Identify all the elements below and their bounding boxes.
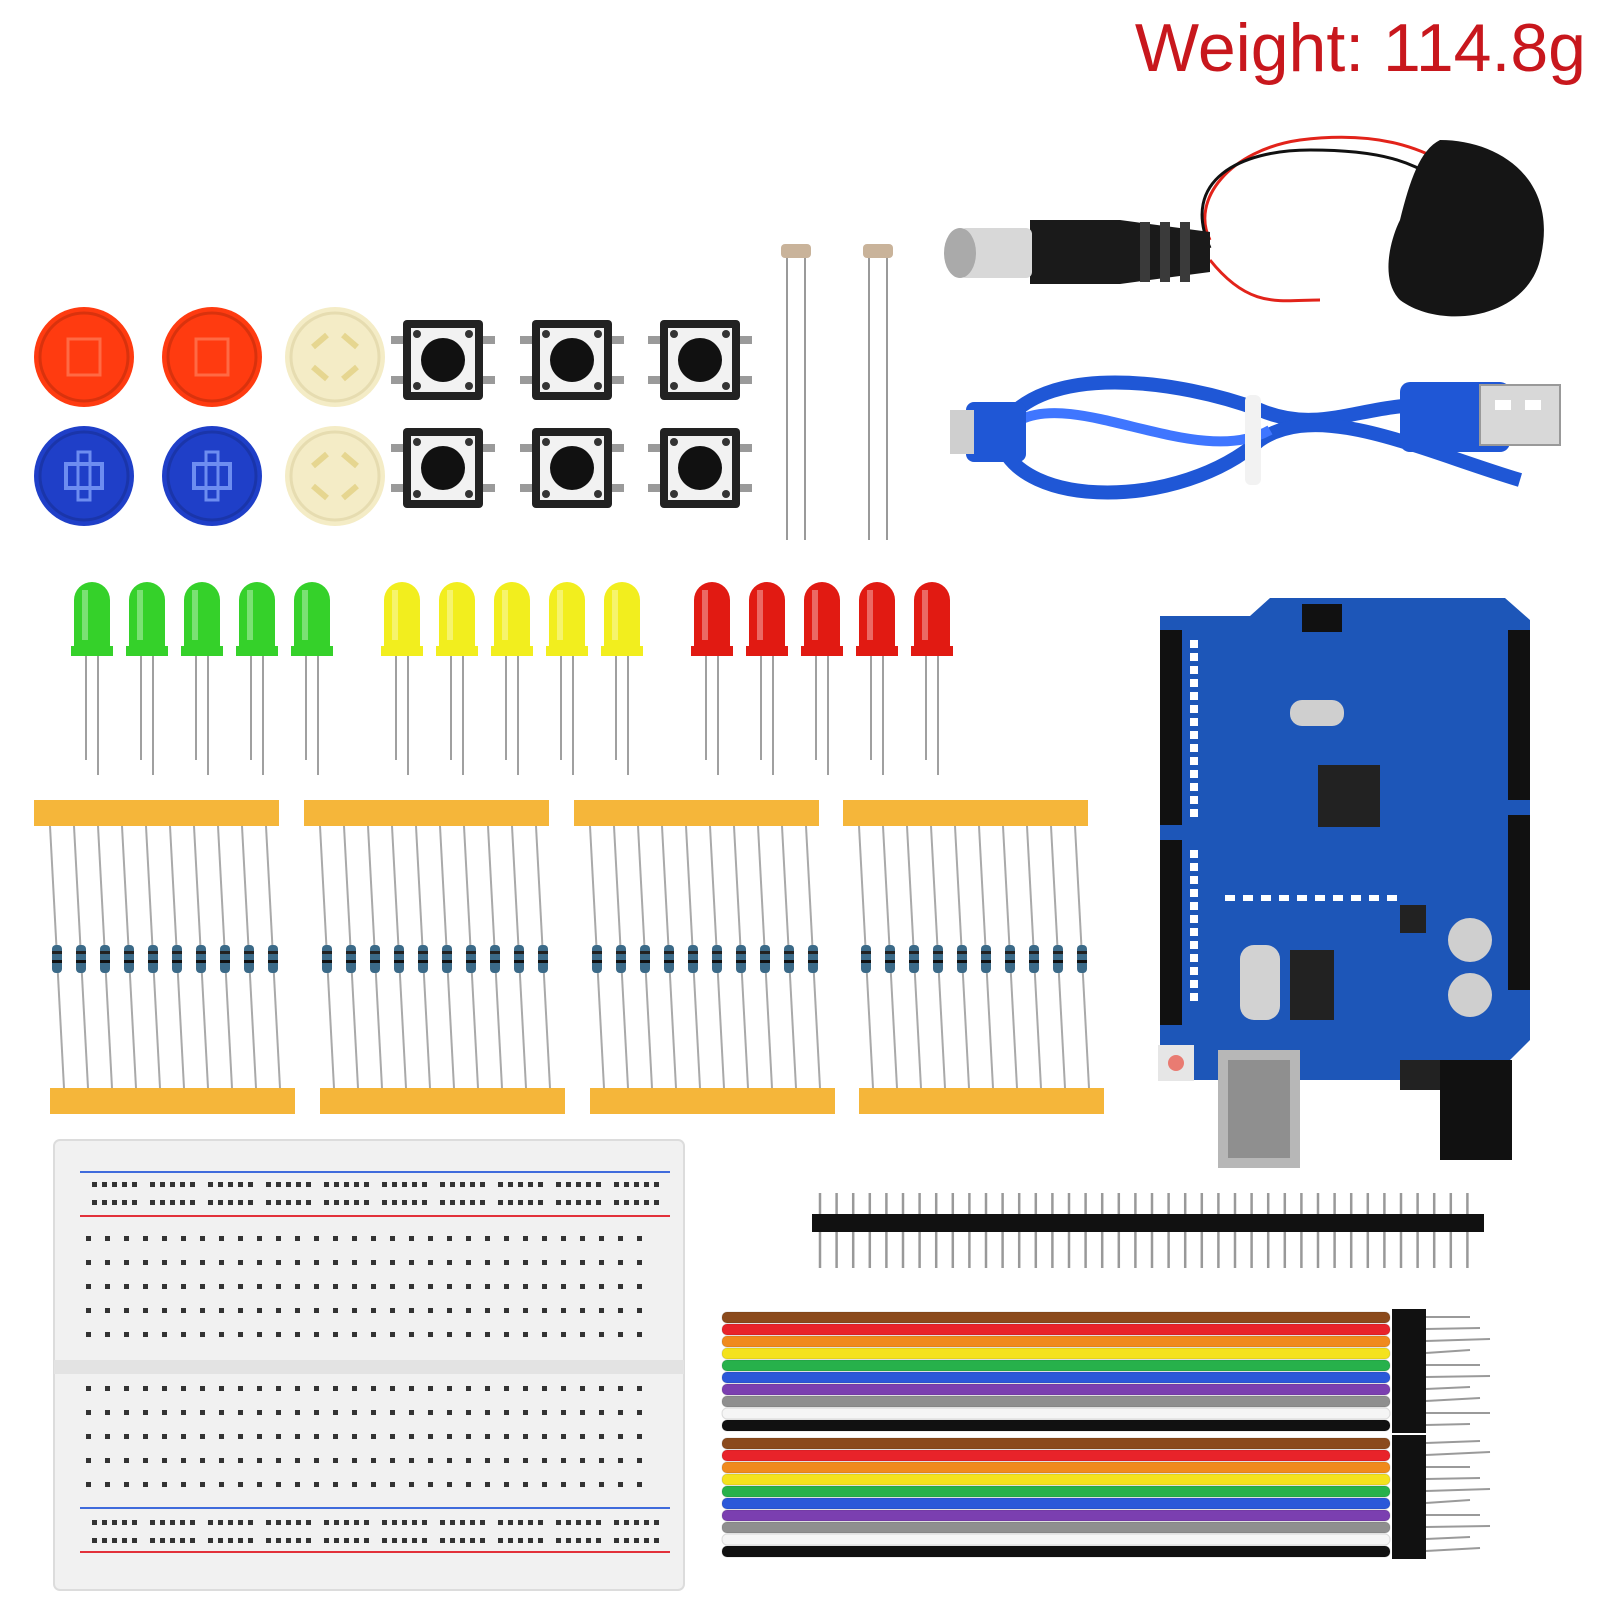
resistor-strips <box>34 800 1104 1114</box>
led <box>801 582 843 775</box>
tactile-caps <box>34 307 385 526</box>
led <box>546 582 588 775</box>
photoresistor <box>781 244 811 540</box>
led <box>491 582 533 775</box>
led <box>911 582 953 775</box>
led <box>856 582 898 775</box>
push-button <box>391 428 495 508</box>
tactile-cap <box>285 307 385 407</box>
tactile-cap <box>162 307 262 407</box>
tactile-cap <box>34 426 134 526</box>
weight-label: Weight: 114.8g <box>1134 10 1586 86</box>
led <box>71 582 113 775</box>
development-board <box>1158 598 1530 1168</box>
resistor-strip <box>843 800 1104 1114</box>
push-button <box>391 320 495 400</box>
led <box>236 582 278 775</box>
led <box>181 582 223 775</box>
battery-snap-cable <box>944 135 1544 317</box>
tactile-cap <box>34 307 134 407</box>
breadboard <box>53 1139 685 1591</box>
push-button <box>648 428 752 508</box>
push-button <box>520 320 624 400</box>
resistor-strip <box>574 800 835 1114</box>
led <box>691 582 733 775</box>
photoresistors <box>781 244 893 540</box>
led <box>746 582 788 775</box>
tactile-cap <box>162 426 262 526</box>
push-button <box>520 428 624 508</box>
led <box>601 582 643 775</box>
led <box>381 582 423 775</box>
resistor-strip <box>34 800 295 1114</box>
jumper-wires <box>721 1309 1491 1559</box>
push-buttons <box>391 320 752 508</box>
leds <box>71 582 953 775</box>
led <box>291 582 333 775</box>
photoresistor <box>863 244 893 540</box>
usb-cable <box>950 375 1561 500</box>
led <box>436 582 478 775</box>
resistor-strip <box>304 800 565 1114</box>
tactile-cap <box>285 426 385 526</box>
header-pin-strip <box>812 1193 1484 1268</box>
push-button <box>648 320 752 400</box>
led <box>126 582 168 775</box>
